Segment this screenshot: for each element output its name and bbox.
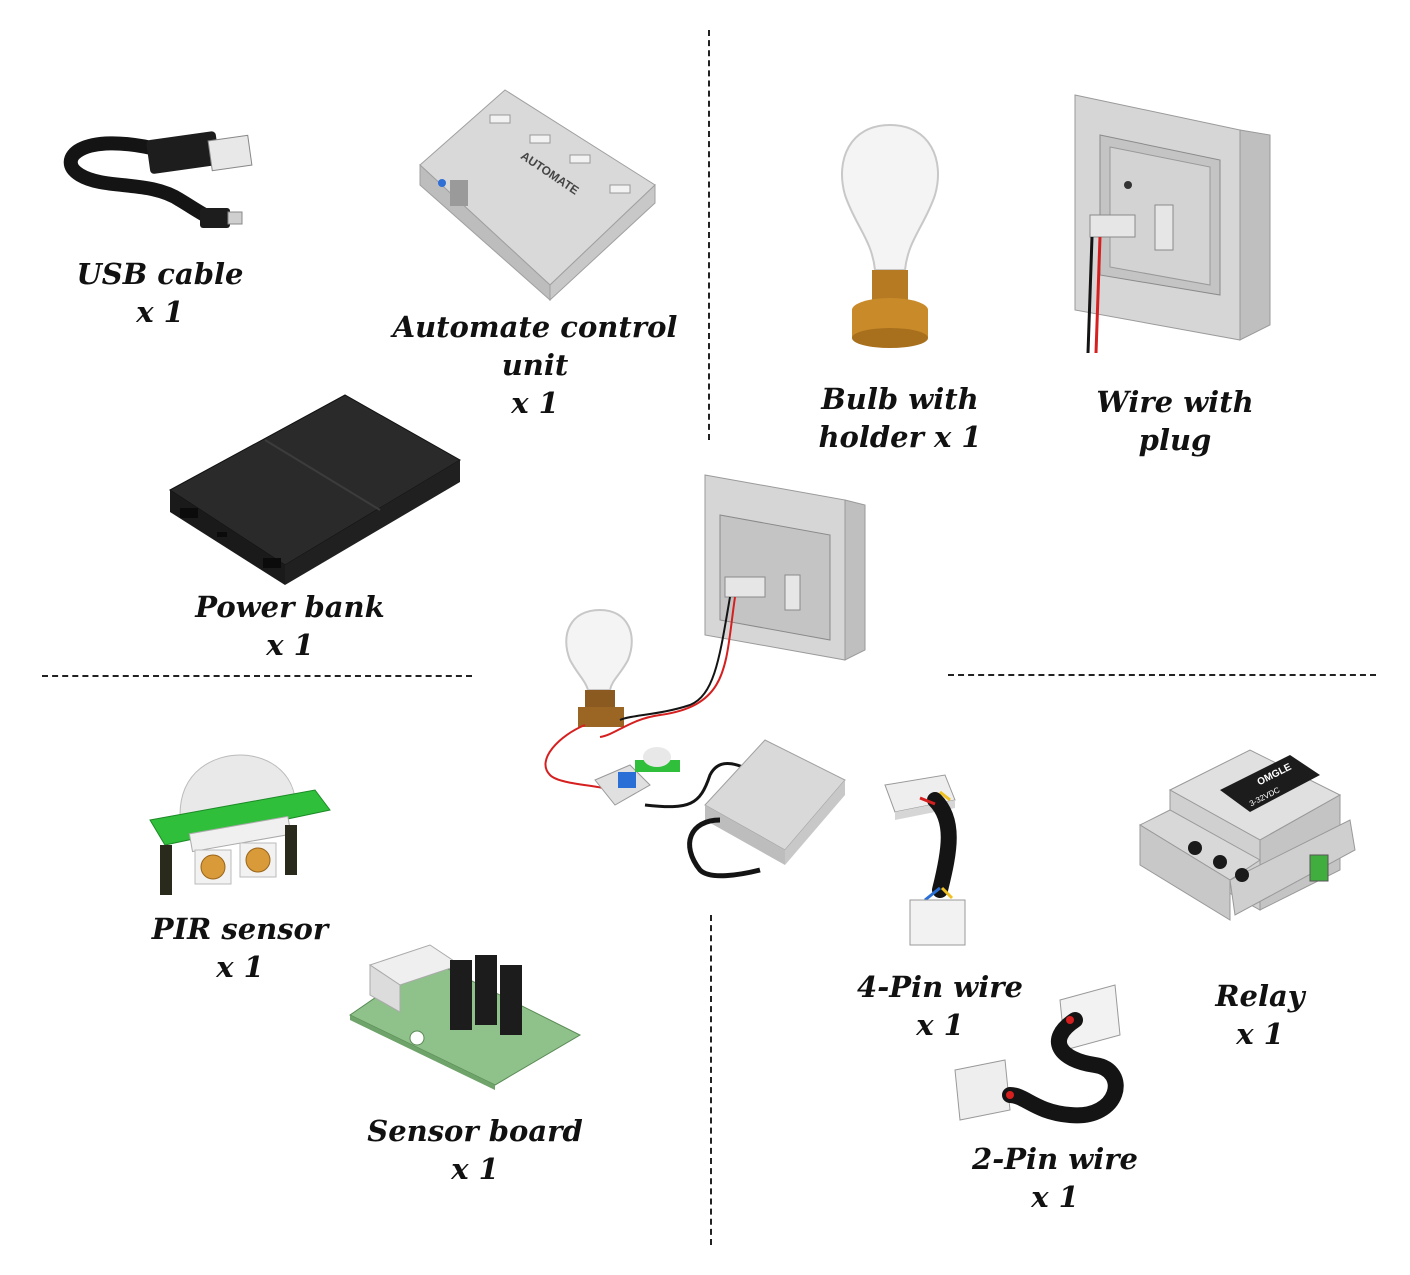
label-sensor-board: Sensor board x 1 — [367, 1114, 583, 1186]
label-wire-with-plug: Wire with plug — [1096, 385, 1254, 457]
label-usb-cable: USB cable x 1 — [76, 257, 244, 329]
2-pin-wire-image — [954, 984, 1124, 1124]
pir-sensor-image — [149, 754, 331, 895]
label-bulb-with-holder: Bulb with holder x 1 — [818, 382, 982, 454]
divider-bottom-center — [710, 915, 712, 1245]
4-pin-wire-image — [884, 774, 966, 946]
label-automate-control-unit: Automate control unit x 1 — [392, 310, 678, 420]
power-bank-image — [169, 394, 461, 585]
label-relay: Relay x 1 — [1215, 979, 1305, 1051]
sensor-board-image — [349, 944, 582, 1090]
label-4-pin-wire: 4-Pin wire x 1 — [857, 970, 1023, 1042]
automate-control-unit-image: AUTOMATE — [419, 89, 656, 302]
bulb-with-holder-image — [841, 123, 939, 348]
label-power-bank: Power bank x 1 — [195, 590, 385, 662]
label-pir-sensor: PIR sensor x 1 — [151, 912, 329, 984]
divider-top-center — [708, 30, 710, 440]
relay-image: OMGLE 3-32VDC — [1138, 749, 1356, 921]
label-2-pin-wire: 2-Pin wire x 1 — [972, 1142, 1138, 1214]
divider-left — [42, 675, 472, 677]
usb-cable-image — [63, 131, 253, 228]
divider-right — [948, 674, 1376, 676]
assembled-setup-image — [544, 474, 866, 879]
wire-with-plug-image — [1074, 94, 1271, 354]
